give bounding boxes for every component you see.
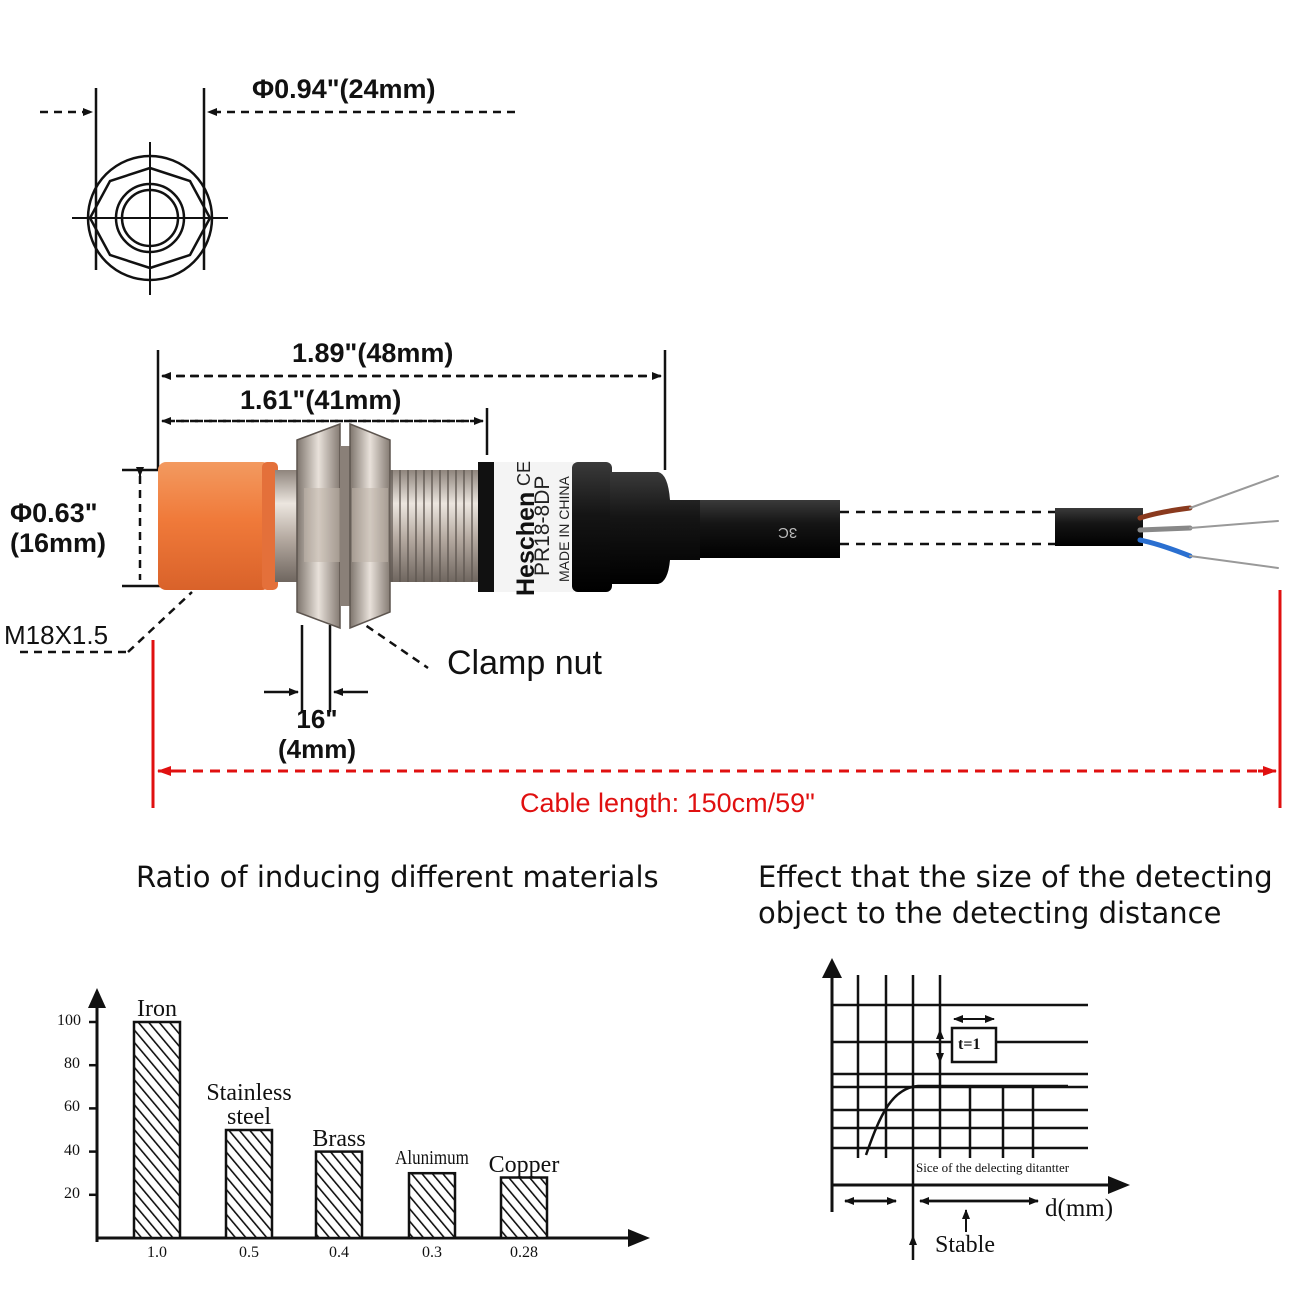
bar-category-label: Copper <box>488 1151 560 1178</box>
y-tick-label: 20 <box>64 1184 80 1202</box>
x-axis-arrow <box>628 1229 650 1247</box>
y-tick-label: 80 <box>64 1055 80 1073</box>
y-ticks <box>89 1020 97 1197</box>
clamp-nut-label: Clamp nut <box>447 644 602 682</box>
y-axis-arrow <box>88 988 106 1008</box>
side-view-dimensions <box>20 350 667 712</box>
y-tick-label: 40 <box>64 1141 80 1159</box>
bar <box>499 1176 549 1240</box>
front-view <box>40 88 515 295</box>
bar-category-label: Iron <box>137 996 177 1022</box>
x-axis-arrow <box>1108 1176 1130 1194</box>
sensor-ce-print: CE <box>514 460 534 486</box>
materials-chart-caption: Ratio of inducing different materials <box>136 860 659 894</box>
nut-width-line2: (4mm) <box>277 734 356 764</box>
bar <box>224 1128 274 1240</box>
bar-category-label: Stainless <box>206 1080 292 1106</box>
x-tick-label: 1.0 <box>147 1244 167 1261</box>
distance-inner-label: Sice of the delecting ditantter <box>916 1160 1070 1175</box>
cable-break-lines <box>840 510 1055 546</box>
cable-length-label: Cable length: 150cm/59" <box>520 788 815 818</box>
distance-chart <box>822 958 1130 1260</box>
y-tick-label: 60 <box>64 1098 80 1116</box>
bar-category-label: Alunimum <box>395 1147 469 1170</box>
bar-category-label: steel <box>227 1104 271 1130</box>
nut-width-label: 16" (4mm) <box>262 704 372 764</box>
total-length-label: 1.89"(48mm) <box>292 338 454 368</box>
bar-category-label: Brass <box>312 1125 366 1152</box>
sensor-origin-print: MADE IN CHINA <box>556 476 572 582</box>
x-tick-label: 0.28 <box>510 1244 538 1261</box>
stable-label: Stable <box>935 1232 995 1258</box>
thread-label: M18X1.5 <box>4 620 109 650</box>
bar <box>314 1150 364 1240</box>
y-tick-label: 100 <box>57 1012 81 1029</box>
cable-mark-print: 3C <box>778 524 798 541</box>
nut-width-line1: 16" <box>296 704 338 734</box>
grid <box>832 975 1088 1260</box>
x-tick-label: 0.5 <box>239 1244 259 1261</box>
distance-chart-caption-line1: Effect that the size of the detecting <box>758 860 1273 894</box>
x-tick-label: 0.4 <box>329 1244 349 1261</box>
x-tick-label: 0.3 <box>422 1244 442 1261</box>
thread-length-label: 1.61"(41mm) <box>240 385 402 415</box>
front-diameter-label: Φ0.94"(24mm) <box>252 74 436 104</box>
t-equals-label: t=1 <box>958 1036 981 1053</box>
bar <box>132 1020 182 1240</box>
head-diameter-label-line1: Φ0.63" <box>10 498 98 528</box>
cable-length-dimension <box>151 590 1282 808</box>
distance-chart-caption-line2: object to the detecting distance <box>758 896 1222 930</box>
materials-chart <box>88 988 650 1247</box>
head-diameter-label-line2: (16mm) <box>10 528 107 558</box>
sensor-wires <box>1137 475 1279 569</box>
sensor-body <box>158 422 1279 630</box>
sensor-model-print: PR18-8DP <box>531 475 554 576</box>
response-curve <box>864 1084 1068 1156</box>
bar <box>407 1171 457 1240</box>
bars <box>132 1020 549 1240</box>
y-axis-arrow <box>822 958 842 978</box>
x-axis-label-dmm: d(mm) <box>1045 1195 1114 1222</box>
